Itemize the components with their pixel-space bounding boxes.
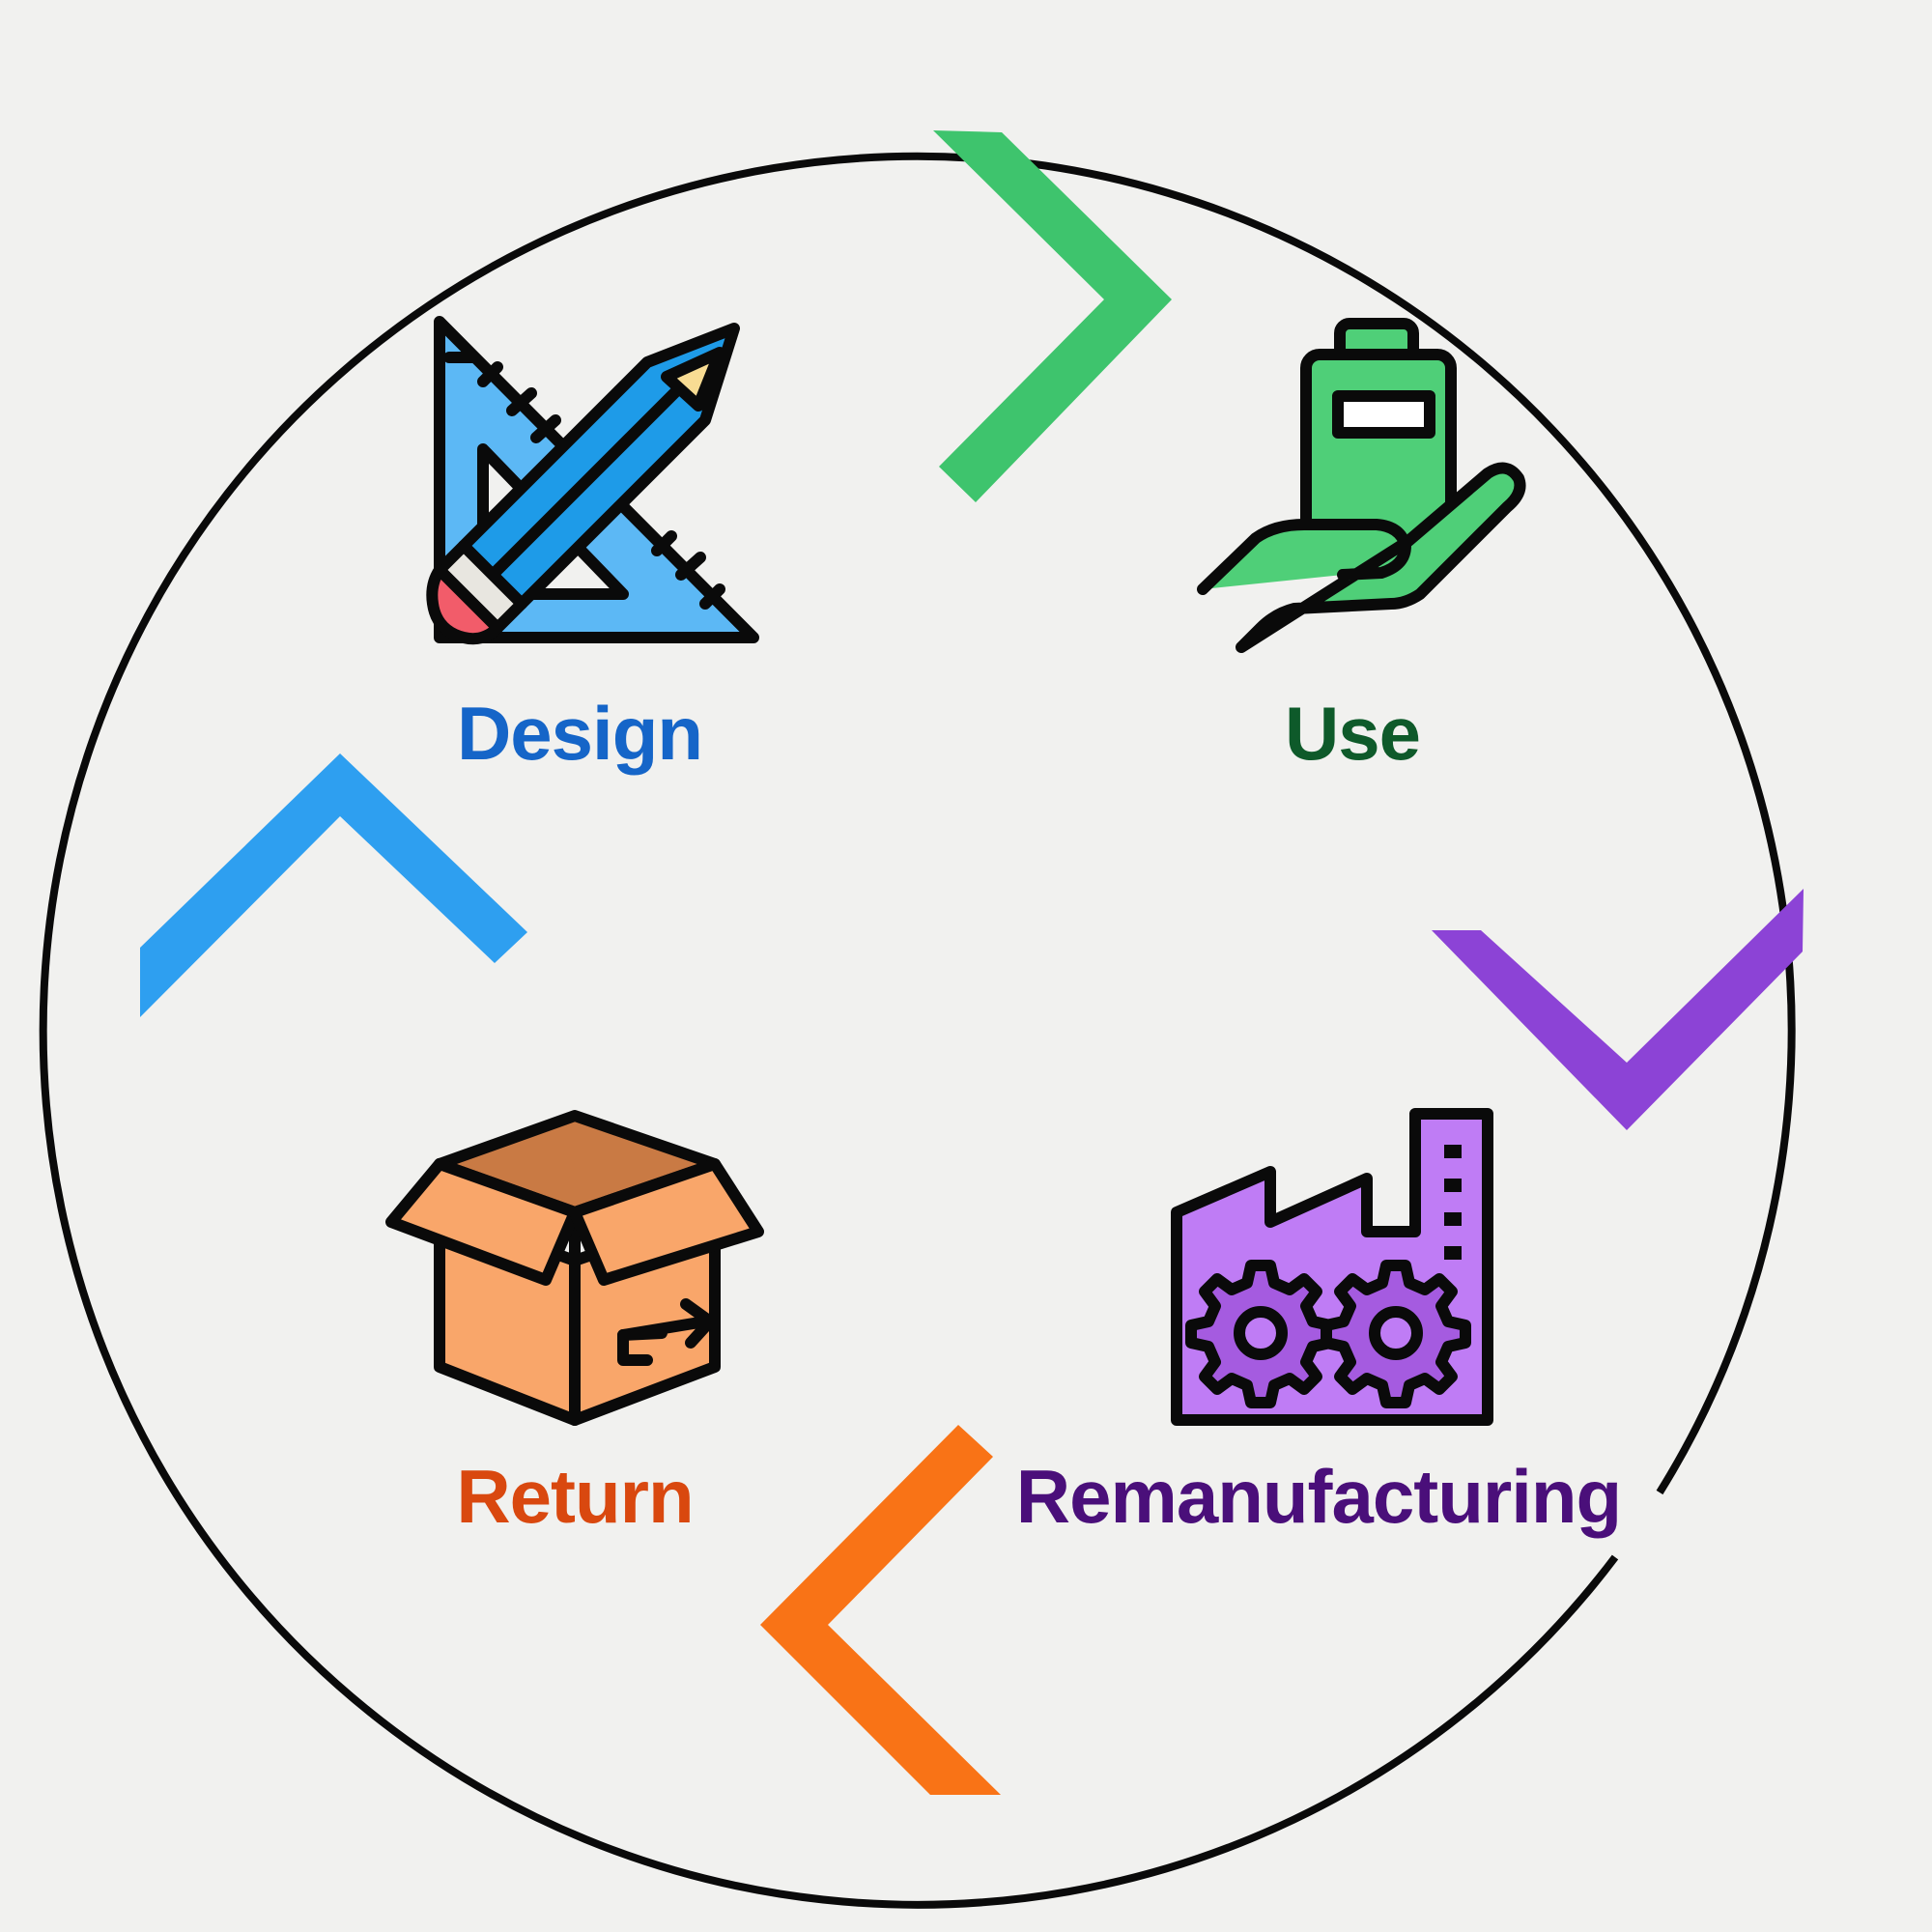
- open-box-with-arrow-icon: [385, 1110, 764, 1426]
- pencil-and-set-square-icon: [426, 316, 759, 645]
- stage-label-design: Design: [456, 691, 703, 776]
- chevron-right-icon: [933, 130, 1172, 502]
- chevron-up-icon: [140, 753, 527, 1017]
- stage-label-return: Return: [456, 1454, 694, 1539]
- gear-icon: [1185, 1260, 1336, 1408]
- stage-label-remanufacturing: Remanufacturing: [1015, 1454, 1622, 1539]
- circle-outline: [39, 152, 1796, 1909]
- chevron-down-icon: [1432, 889, 1804, 1130]
- gear-icon: [1321, 1260, 1471, 1408]
- stage-label-use: Use: [1284, 691, 1421, 776]
- chevron-left-icon: [760, 1425, 1001, 1795]
- hand-holding-battery-icon: [1197, 318, 1526, 653]
- factory-with-gears-icon: [1171, 1108, 1493, 1426]
